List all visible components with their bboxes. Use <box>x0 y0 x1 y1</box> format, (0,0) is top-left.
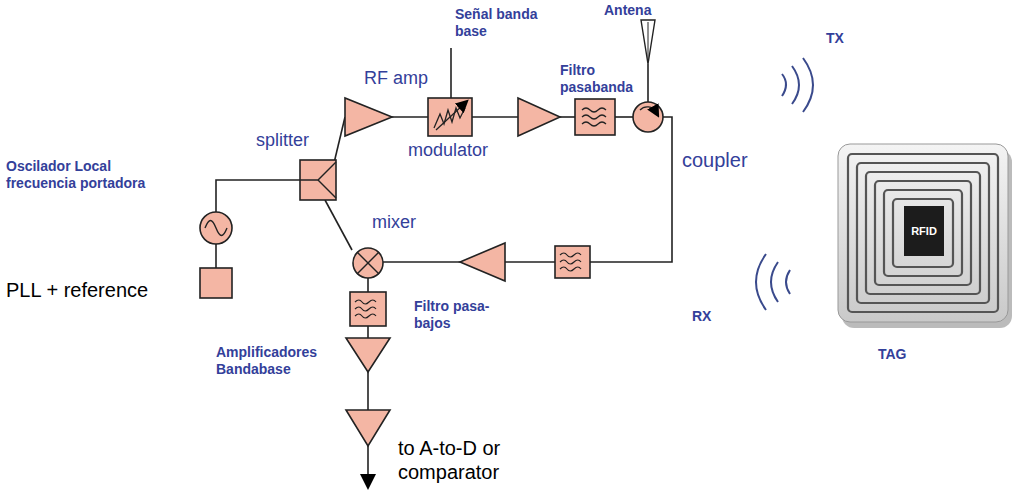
chip-text: RFID <box>911 225 937 237</box>
component-label: RX <box>692 308 732 325</box>
component-label: Señal banda base <box>455 6 539 40</box>
coil-winding <box>875 181 971 285</box>
rfid-chip: RFID <box>904 206 944 256</box>
component-label: modulator <box>408 140 518 162</box>
component-label: Oscilador Local frecuencia portadora <box>6 158 172 192</box>
coil-winding <box>866 172 980 294</box>
component-label: Filtro pasabanda <box>560 62 640 96</box>
component-label: Antena <box>604 2 674 19</box>
coil-winding <box>884 190 962 276</box>
coil-winding <box>893 199 953 267</box>
coil-winding <box>848 154 998 312</box>
component-label: TX <box>826 30 866 47</box>
component-label: coupler <box>682 148 772 172</box>
component-label: to A-to-D or comparator <box>398 436 538 484</box>
component-label: Amplificadores Bandabase <box>216 344 342 378</box>
component-label: PLL + reference <box>6 278 196 302</box>
component-label: splitter <box>256 130 336 152</box>
coil-winding <box>857 163 989 303</box>
component-label: TAG <box>878 346 938 363</box>
component-label: mixer <box>372 212 442 234</box>
component-label: RF amp <box>364 68 454 90</box>
component-label: Filtro pasa-bajos <box>414 298 494 332</box>
